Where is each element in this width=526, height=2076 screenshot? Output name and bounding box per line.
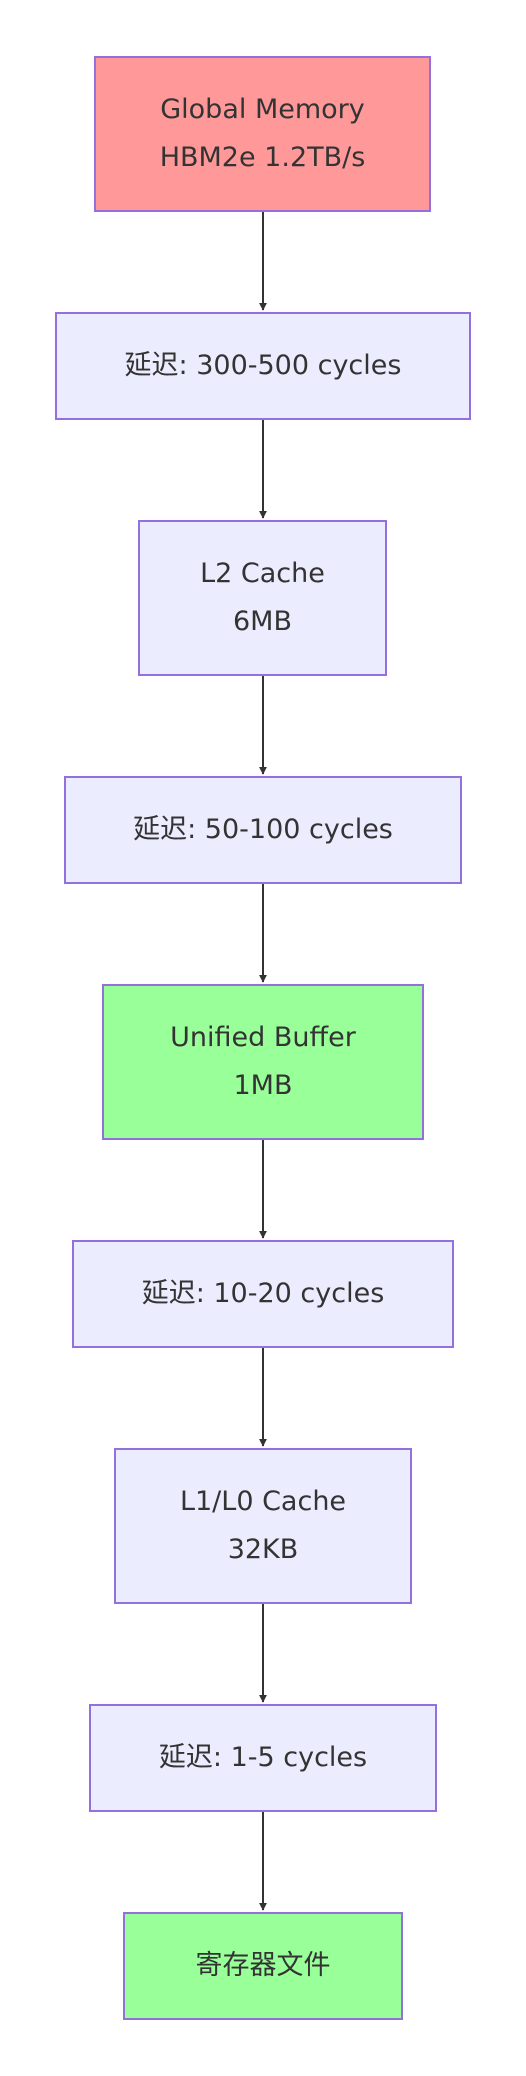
node-unified-buffer-line-1: Unified Buffer [170,1022,356,1053]
node-register-file-label: 寄存器文件 [195,1950,331,1981]
node-latency-10-20: 延迟: 10-20 cycles [72,1240,454,1348]
node-unified-buffer-line-2: 1MB [233,1070,293,1101]
node-l1-l0-cache: L1/L0 Cache 32KB [114,1448,412,1604]
node-unified-buffer: Unified Buffer 1MB [102,984,424,1140]
node-register-file: 寄存器文件 [123,1912,403,2020]
node-l2-cache-line-2: 6MB [233,606,292,637]
node-l1-l0-cache-line-1: L1/L0 Cache [179,1486,347,1517]
node-latency-10-20-label: 延迟: 10-20 cycles [141,1278,385,1309]
node-l2-cache: L2 Cache 6MB [138,520,387,676]
node-l2-cache-line-1: L2 Cache [200,558,325,589]
node-latency-50-100-label: 延迟: 50-100 cycles [133,814,393,845]
node-latency-300-500-label: 延迟: 300-500 cycles [124,350,402,381]
node-latency-300-500: 延迟: 300-500 cycles [55,312,471,420]
node-global-memory-line-1: Global Memory [160,94,365,125]
node-latency-1-5-label: 延迟: 1-5 cycles [158,1742,368,1773]
node-latency-50-100: 延迟: 50-100 cycles [64,776,462,884]
node-global-memory: Global Memory HBM2e 1.2TB/s [94,56,431,212]
node-l1-l0-cache-line-2: 32KB [227,1534,299,1565]
node-global-memory-line-2: HBM2e 1.2TB/s [159,142,366,173]
node-latency-1-5: 延迟: 1-5 cycles [89,1704,437,1812]
